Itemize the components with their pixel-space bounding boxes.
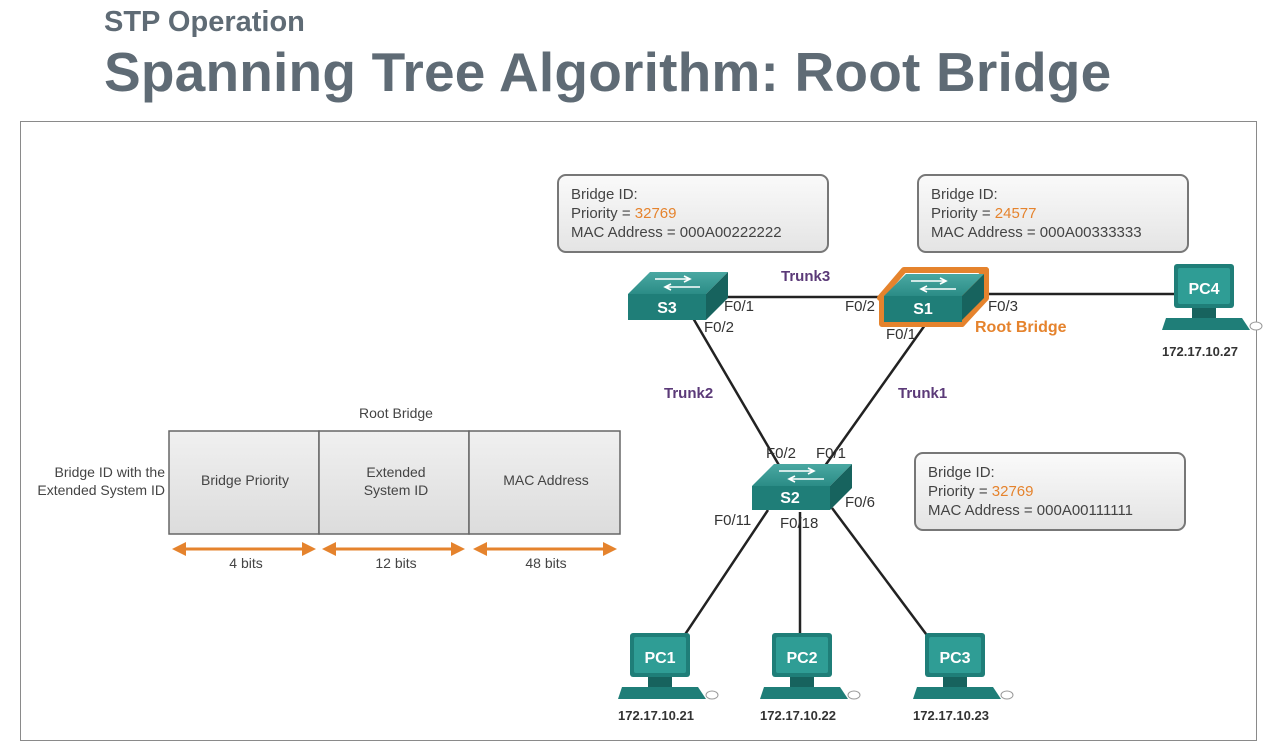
port-label: F0/3 (988, 298, 1018, 315)
bit-width-arrows (172, 542, 617, 556)
pc2-icon: PC2 (759, 632, 861, 700)
bid-left-label: Extended System ID (37, 482, 165, 498)
pc3-ip: 172.17.10.23 (913, 708, 989, 720)
svg-text:Priority = 24577: Priority = 24577 (931, 205, 1036, 222)
bridge-id-structure: Root Bridge Bridge ID with the Extended … (37, 405, 621, 571)
s2-priority-value: 32769 (992, 483, 1034, 500)
pc4-icon: PC4 (1161, 263, 1263, 331)
svg-text:MAC Address: MAC Address (503, 472, 589, 488)
slide-subtitle: STP Operation (104, 6, 305, 38)
svg-text:PC4: PC4 (1188, 281, 1219, 298)
field-mac-address (468, 430, 621, 535)
s3-priority-value: 32769 (635, 205, 677, 222)
bridge-id-box-s3: Bridge ID: Priority = 32769 MAC Address … (557, 174, 829, 253)
port-label: F0/2 (704, 319, 734, 336)
pc1-icon: PC1 (617, 632, 719, 700)
svg-text:S1: S1 (913, 301, 933, 318)
svg-text:Priority = 32769: Priority = 32769 (571, 205, 676, 222)
field-bridge-priority (168, 430, 320, 535)
trunk3-label: Trunk3 (781, 268, 830, 285)
pc4-ip: 172.17.10.27 (1162, 344, 1238, 359)
switch-s2-icon: S2 (752, 464, 852, 510)
slide-title: Spanning Tree Algorithm: Root Bridge (104, 41, 1112, 103)
pc1-ip: 172.17.10.21 (618, 708, 694, 720)
s1-priority-value: 24577 (995, 205, 1037, 222)
port-label: F0/1 (816, 445, 846, 462)
svg-text:MAC Address = 000A00333333: MAC Address = 000A00333333 (931, 224, 1142, 241)
switch-s3-icon: S3 (628, 272, 728, 320)
root-bridge-label: Root Bridge (975, 319, 1067, 336)
svg-text:S2: S2 (780, 490, 800, 507)
bridge-id-box-s1: Bridge ID: Priority = 24577 MAC Address … (917, 174, 1189, 253)
pc3-icon: PC3 (912, 632, 1014, 700)
svg-text:System ID: System ID (364, 482, 429, 498)
links (678, 292, 1175, 643)
port-label: F0/6 (845, 494, 875, 511)
svg-text:MAC Address = 000A00111111: MAC Address = 000A00111111 (928, 502, 1133, 519)
svg-text:Bridge ID:: Bridge ID: (928, 464, 995, 481)
port-label: F0/2 (766, 445, 796, 462)
bridge-id-box-s2: Bridge ID: Priority = 32769 MAC Address … (914, 452, 1186, 531)
trunk2-label: Trunk2 (664, 385, 713, 402)
trunk1-label: Trunk1 (898, 385, 947, 402)
svg-text:PC1: PC1 (644, 650, 675, 667)
svg-text:Extended: Extended (366, 464, 425, 480)
port-label: F0/2 (845, 298, 875, 315)
svg-text:Bridge Priority: Bridge Priority (201, 472, 289, 488)
port-label: F0/11 (714, 512, 751, 529)
field-extended-system-id (318, 430, 470, 535)
bits-label: 12 bits (375, 555, 416, 571)
trunk1-link (820, 324, 927, 471)
svg-text:PC3: PC3 (939, 650, 970, 667)
svg-text:Bridge ID:: Bridge ID: (571, 186, 638, 203)
svg-text:Bridge ID:: Bridge ID: (931, 186, 998, 203)
bits-label: 4 bits (229, 555, 262, 571)
s2-pc3-link (830, 507, 934, 643)
switch-s1-icon: S1 (877, 267, 989, 327)
bits-label: 48 bits (525, 555, 566, 571)
s2-pc1-link (678, 509, 770, 643)
svg-text:S3: S3 (657, 300, 677, 317)
bid-heading: Root Bridge (359, 405, 433, 421)
bid-left-label: Bridge ID with the (55, 464, 166, 480)
pc2-ip: 172.17.10.22 (760, 708, 836, 720)
svg-text:Priority = 32769: Priority = 32769 (928, 483, 1033, 500)
trunk2-link (691, 317, 785, 473)
topology-diagram: Bridge ID: Priority = 32769 MAC Address … (37, 174, 1263, 720)
port-label: F0/18 (780, 515, 818, 532)
svg-text:PC2: PC2 (786, 650, 817, 667)
port-label: F0/1 (724, 298, 754, 315)
svg-text:MAC Address = 000A00222222: MAC Address = 000A00222222 (571, 224, 782, 241)
port-label: F0/1 (886, 326, 916, 343)
